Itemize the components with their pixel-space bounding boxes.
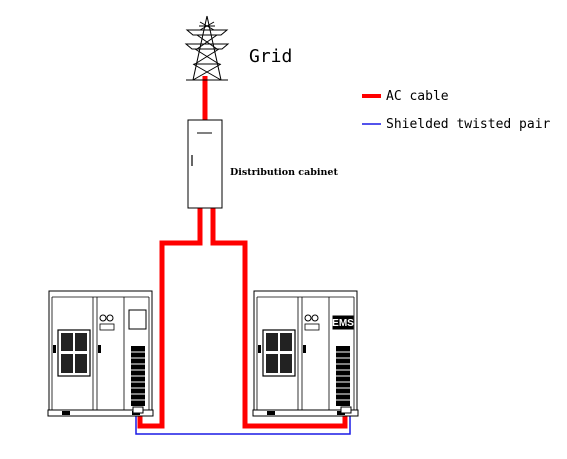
energy-storage-cabinet-icon: EMS	[252, 290, 359, 417]
energy-storage-cabinet-icon	[47, 290, 154, 417]
legend-ac-label: AC cable	[386, 89, 449, 104]
ems-badge	[332, 315, 354, 330]
ac-cable-cabinet-to-left-unit	[137, 207, 203, 429]
right-unit-terminal	[340, 406, 352, 414]
ems-badge-label: EMS	[332, 318, 354, 329]
grid-label: Grid	[249, 46, 292, 67]
distribution-cabinet-label: Distribution cabinet	[230, 167, 338, 178]
left-unit-terminal	[132, 406, 144, 414]
transmission-tower-icon	[184, 15, 230, 81]
legend-stp-label: Shielded twisted pair	[386, 117, 551, 132]
shielded-twisted-pair-line	[135, 414, 351, 435]
ac-cable-cabinet-to-right-unit	[210, 207, 348, 429]
ac-cable-lines	[137, 76, 348, 429]
left-storage-unit	[47, 290, 154, 417]
distribution-cabinet-icon	[187, 119, 223, 209]
legend: AC cable Shielded twisted pair	[362, 89, 551, 132]
right-storage-unit: EMS	[252, 290, 359, 417]
